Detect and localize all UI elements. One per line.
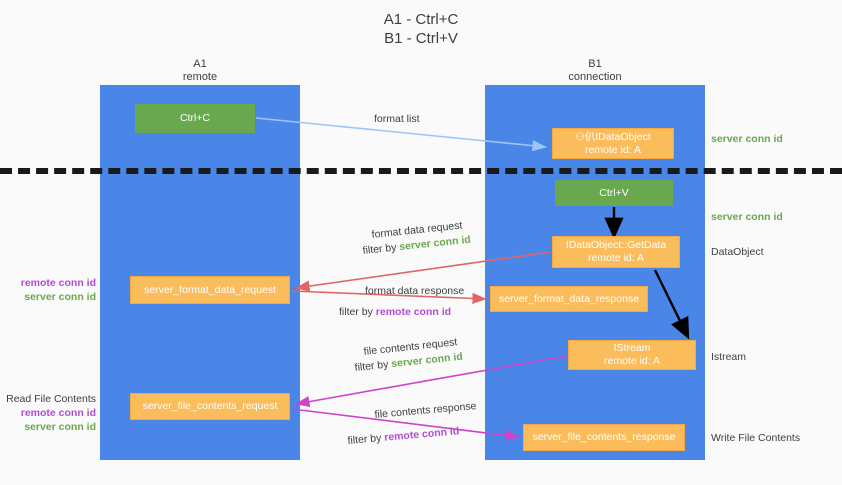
connector-label-file-contents-response-filter: filter by remote conn id <box>347 424 460 448</box>
label-server-conn-id-1: server conn id <box>24 291 96 303</box>
label-server-conn-id-2: server conn id <box>24 421 96 433</box>
label-remote-conn-id-1: remote conn id <box>20 277 96 289</box>
label-server-conn-id-top: server conn id <box>711 133 783 145</box>
label-write-file-contents: Write File Contents <box>711 432 801 444</box>
filter-value: remote conn id <box>383 425 460 444</box>
filter-prefix: filter by <box>362 241 400 257</box>
column-header-b1: B1 connection <box>568 58 622 83</box>
connector-label-format-list: format list <box>374 113 420 125</box>
column-header-a1: A1 remote <box>182 58 218 83</box>
label-istream: Istream <box>711 351 747 363</box>
connector-label-format-data-response-filter: filter by remote conn id <box>339 305 451 319</box>
left-labels-file-contents: Read File Contents remote conn id server… <box>0 392 96 434</box>
filter-prefix: filter by <box>339 306 376 318</box>
connector-label-file-contents-response: file contents response <box>374 400 477 421</box>
page-title: A1 - Ctrl+C B1 - Ctrl+V <box>383 11 459 47</box>
label-remote-conn-id-2: remote conn id <box>20 407 96 419</box>
box-server-format-data-response[interactable]: server_format_data_response <box>490 286 648 312</box>
phase-divider <box>0 168 842 174</box>
connector-label-format-data-response: format data response <box>365 285 465 297</box>
filter-prefix: filter by <box>347 431 385 447</box>
left-labels-format: remote conn id server conn id <box>0 276 96 304</box>
box-data-object-remote[interactable]: ⚇仈IDataObject remote id: A <box>552 128 674 159</box>
box-idataobject-getdata[interactable]: IDataObject::GetData remote id: A <box>552 236 680 268</box>
filter-value: remote conn id <box>375 306 452 318</box>
box-ctrl-v[interactable]: Ctrl+V <box>555 180 673 206</box>
label-read-file-contents: Read File Contents <box>6 393 96 405</box>
box-istream-remote[interactable]: IStream remote id: A <box>568 340 696 370</box>
label-server-conn-id-mid: server conn id <box>711 211 783 223</box>
label-data-object: DataObject <box>711 246 764 258</box>
box-server-file-contents-response[interactable]: server_file_contents_response <box>523 424 685 451</box>
box-server-format-data-request[interactable]: server_format_data_request <box>130 276 290 304</box>
filter-prefix: filter by <box>354 358 392 374</box>
box-ctrl-c[interactable]: Ctrl+C <box>135 104 255 133</box>
box-server-file-contents-request[interactable]: server_file_contents_request <box>130 393 290 420</box>
